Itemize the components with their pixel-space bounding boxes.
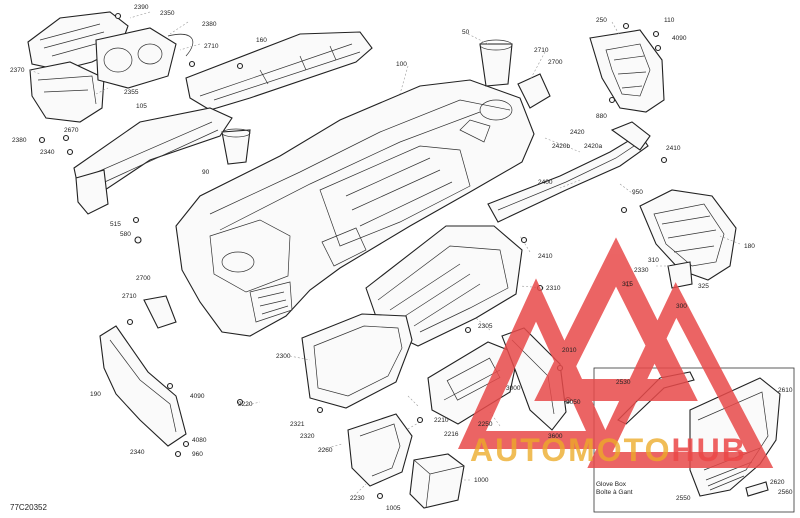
label-2550: 2550 (676, 495, 691, 502)
label-2321: 2321 (290, 421, 305, 428)
label-2700: 2700 (548, 59, 563, 66)
label-2420a: 2420a (584, 143, 602, 150)
right-side-panel (589, 29, 665, 113)
label-4090b: 4090 (190, 393, 205, 400)
label-2310: 2310 (546, 285, 561, 292)
trim-panel-left (143, 295, 177, 329)
label-190: 190 (90, 391, 101, 398)
label-950: 950 (632, 189, 643, 196)
watermark-text: AUTOMOTOHUB (470, 432, 747, 469)
watermark-hub: HUB (671, 432, 747, 468)
cup-holder-left (221, 129, 251, 165)
label-880: 880 (596, 113, 607, 120)
label-2410: 2410 (666, 145, 681, 152)
label-50: 50 (462, 29, 470, 36)
label-300: 300 (676, 303, 687, 310)
main-dashboard (175, 79, 535, 337)
upper-dash-rail (185, 31, 373, 111)
label-315: 315 (622, 281, 633, 288)
fasteners (38, 12, 668, 500)
watermark-main: AUTOMOTO (470, 432, 672, 468)
label-2220: 2220 (238, 401, 253, 408)
label-2216: 2216 (444, 431, 459, 438)
crossbar (487, 133, 649, 223)
diagram-code: 77C20352 (10, 503, 47, 512)
label-2710: 2710 (204, 43, 219, 50)
label-2260: 2260 (318, 447, 333, 454)
label-1000: 1000 (474, 477, 489, 484)
inset-caption-line1: Glove Box (596, 481, 626, 488)
label-2420b: 2420b (552, 143, 570, 150)
label-90: 90 (202, 169, 210, 176)
crossbar-end (610, 121, 651, 151)
label-3600: 3600 (548, 433, 563, 440)
label-2670: 2670 (64, 127, 79, 134)
inset-caption-line2: Boîte à Gant (596, 489, 633, 496)
label-2710c: 2710 (122, 293, 137, 300)
watermark-logo (457, 237, 774, 468)
label-580: 580 (120, 231, 131, 238)
label-2380b: 2380 (12, 137, 27, 144)
label-1005: 1005 (386, 505, 401, 512)
gauge-cluster (95, 27, 177, 89)
trim-ring-top (517, 73, 551, 109)
label-2530: 2530 (616, 379, 631, 386)
label-2330: 2330 (634, 267, 649, 274)
label-310: 310 (648, 257, 659, 264)
center-console-panel (427, 341, 519, 425)
label-100: 100 (396, 61, 407, 68)
label-2420: 2420 (570, 129, 585, 136)
label-110: 110 (664, 17, 675, 24)
label-2610: 2610 (778, 387, 793, 394)
label-2560: 2560 (778, 489, 793, 496)
label-160: 160 (256, 37, 267, 44)
label-2620: 2620 (770, 479, 785, 486)
label-4090: 4090 (672, 35, 687, 42)
label-3000: 3000 (506, 385, 521, 392)
label-250: 250 (596, 17, 607, 24)
label-515: 515 (110, 221, 121, 228)
label-2400: 2400 (538, 179, 553, 186)
label-2390: 2390 (134, 4, 149, 11)
label-2305: 2305 (478, 323, 493, 330)
label-4080: 4080 (192, 437, 207, 444)
storage-box (409, 453, 465, 509)
label-3050: 3050 (566, 399, 581, 406)
glove-box-lid (347, 413, 413, 487)
label-2230: 2230 (350, 495, 365, 502)
inset-caption: Glove Box Boîte à Gant (596, 481, 633, 497)
label-2320: 2320 (300, 433, 315, 440)
inset-fastener (745, 481, 769, 497)
label-2340: 2340 (40, 149, 55, 156)
label-2210: 2210 (434, 417, 449, 424)
label-2370: 2370 (10, 67, 25, 74)
label-2250: 2250 (478, 421, 493, 428)
part-labels: 2390 2350 2380 2370 2710 160 2355 105 23… (10, 4, 793, 512)
cup-insert (479, 43, 513, 87)
label-105: 105 (136, 103, 147, 110)
left-bracket (75, 169, 109, 215)
label-2710b: 2710 (534, 47, 549, 54)
latch-310 (667, 261, 693, 289)
label-2380: 2380 (202, 21, 217, 28)
label-325: 325 (698, 283, 709, 290)
glove-box-door (301, 313, 413, 409)
label-2700b: 2700 (136, 275, 151, 282)
label-2300: 2300 (276, 353, 291, 360)
label-2350: 2350 (160, 10, 175, 17)
left-end-panel (99, 325, 187, 447)
label-2355: 2355 (124, 89, 139, 96)
label-180: 180 (744, 243, 755, 250)
label-2410b: 2410 (538, 253, 553, 260)
label-2340b: 2340 (130, 449, 145, 456)
cluster-bezel (29, 61, 105, 123)
label-960: 960 (192, 451, 203, 458)
label-2010: 2010 (562, 347, 577, 354)
